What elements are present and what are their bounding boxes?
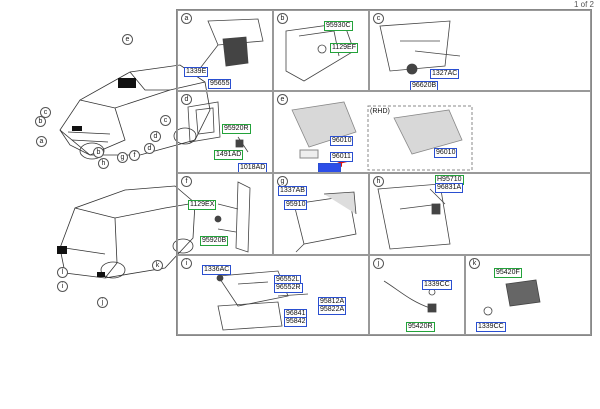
callout-front-b2: b [93,147,104,158]
part-label[interactable]: 1129EF [330,43,358,53]
part-drawing [291,101,473,171]
callout-front-g: g [117,152,128,163]
callout-front-c: c [40,107,51,118]
callout-front-b: b [35,116,46,127]
part-label[interactable]: 95920B [200,236,229,246]
cell-h: h H95710 96831A [369,173,591,255]
part-label[interactable]: 95420F [494,268,522,278]
part-label[interactable]: 1339E [184,67,209,77]
cell-letter: c [373,13,384,24]
cell-e: e 96010 96011 96010 (RHD) 96010 [273,91,591,173]
cell-letter: d [181,94,192,105]
part-drawing [197,18,264,72]
callout-front-a: a [36,136,47,147]
cell-f: f 1129EX 95920B [177,173,273,255]
part-drawing [377,183,451,250]
part-label[interactable]: 1339CC [476,322,506,332]
part-label[interactable]: 1339CC [422,280,452,290]
cell-k: k 95420F 1339CC [465,255,591,335]
cell-letter: k [469,258,480,269]
part-drawing [483,279,541,316]
rear-vehicle-illustration [57,185,196,279]
cell-letter: e [277,94,288,105]
part-label[interactable]: 96552R [274,283,303,293]
part-label[interactable]: 1336AC [202,265,232,275]
part-label[interactable]: 1337AB [278,186,307,196]
part-label-highlight[interactable]: 96010 [318,163,342,172]
part-label[interactable]: 96010 [330,136,354,146]
callout-front-e: e [122,34,133,45]
part-label[interactable]: 95655 [208,79,232,89]
part-label[interactable]: 96620B [410,81,439,90]
parts-grid: a 1339E 95655 b 95930C 1129EF c [176,9,592,336]
cell-letter: i [181,258,192,269]
callout-rear-j: j [97,297,108,308]
part-drawing [214,181,251,253]
callout-rear-i: i [57,281,68,292]
part-label[interactable]: 95920R [222,124,251,134]
callout-front-f: f [129,150,140,161]
part-drawing [379,20,461,75]
part-drawing [293,191,357,253]
part-label[interactable]: 1018AD [238,163,268,172]
part-drawing [216,270,309,331]
callout-rear-l: l [57,267,68,278]
cell-letter: j [373,258,384,269]
part-label[interactable]: 1491AD [214,150,244,160]
page-indicator: 1 of 2 [573,0,594,9]
part-label[interactable]: 96010 [434,148,458,158]
cell-letter: f [181,176,192,187]
cell-letter: h [373,176,384,187]
rhd-note: (RHD) [370,108,390,115]
callout-front-d2: d [150,131,161,142]
cell-d: d 95920R 1491AD 1018AD [177,91,273,173]
cell-c: c 1327AC 96620B [369,10,591,91]
part-drawing [187,101,249,153]
part-label[interactable]: 95822A [318,305,347,315]
front-vehicle-illustration [59,64,211,160]
part-label[interactable]: 1327AC [430,69,460,79]
part-label[interactable]: 1129EX [188,200,217,210]
part-label[interactable]: 96011 [330,152,353,162]
cell-j: j 1339CC 95420R [369,255,465,335]
part-label[interactable]: 95930C [324,21,353,31]
cell-g: g 1337AB 95910 [273,173,369,255]
cell-letter: b [277,13,288,24]
callout-rear-k: k [152,260,163,271]
part-label[interactable]: 95910 [284,200,308,210]
part-label[interactable]: 95420R [406,322,435,332]
callout-front-c2: c [160,115,171,126]
cell-i: i 1336AC 96552L 96552R 95812A 95822A 968… [177,255,369,335]
cell-letter: a [181,13,192,24]
part-label[interactable]: 96831A [435,183,464,193]
callout-front-h: h [98,158,109,169]
part-label[interactable]: 95842 [284,317,308,327]
cell-a: a 1339E 95655 [177,10,273,91]
callout-front-d: d [144,143,155,154]
cell-b: b 95930C 1129EF [273,10,369,91]
